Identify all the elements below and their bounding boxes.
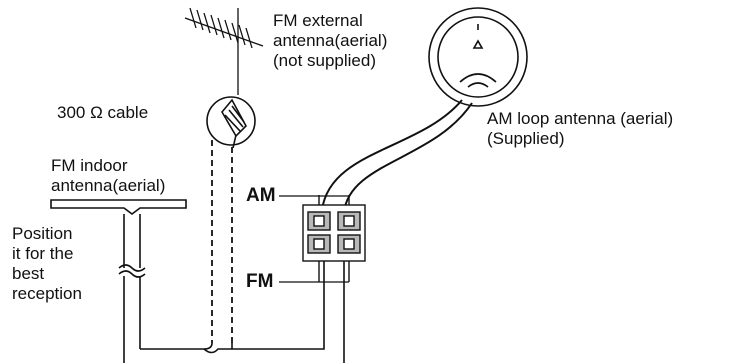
antenna-terminal-block [302,195,366,282]
ribbon-cable [211,140,233,343]
lead-wires [140,228,345,363]
am-loop-label: AM loop antenna (aerial) (Supplied) [487,109,674,148]
fm-external-label: FM external antenna(aerial) (not supplie… [273,11,388,70]
fm-terminal-label: FM [246,271,274,292]
fm-external-antenna-icon [184,7,264,95]
fm-indoor-antenna-icon [50,199,187,363]
position-note: Position it for the best reception [12,224,82,303]
terminal-leader-lines [279,195,349,283]
cable-plug-icon [206,96,256,149]
fm-indoor-label: FM indoor antenna(aerial) [51,156,166,195]
am-loop-antenna-icon [428,7,528,107]
cable-label: 300 Ω cable [57,103,149,122]
am-terminal-label: AM [246,185,276,206]
am-loop-cable [321,99,473,213]
